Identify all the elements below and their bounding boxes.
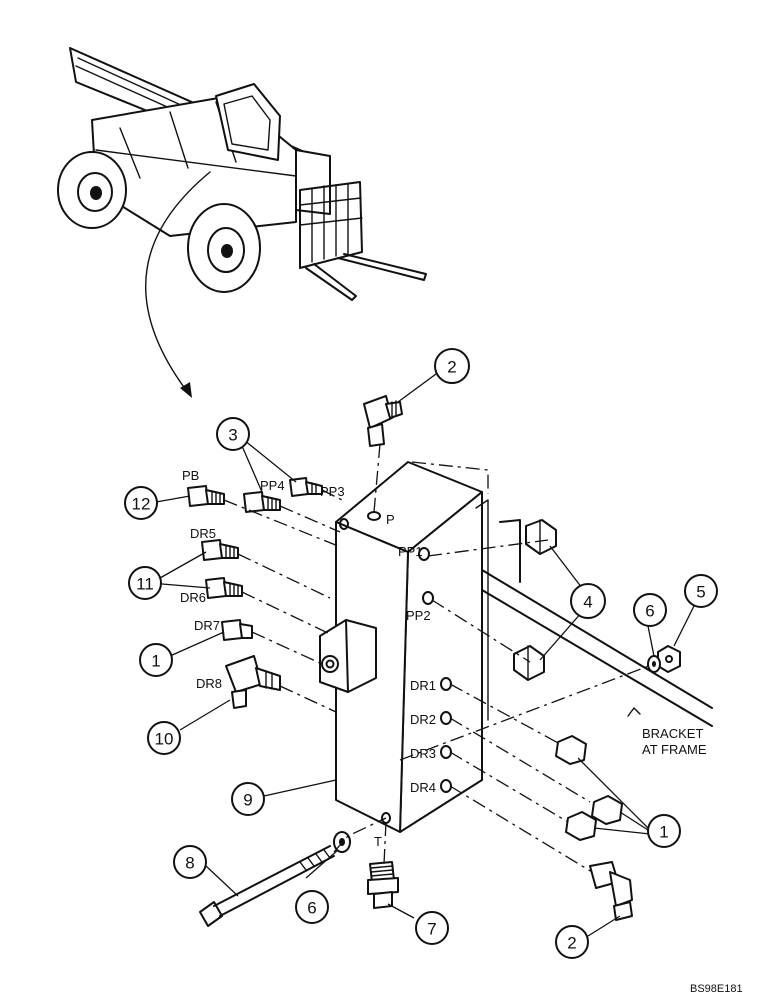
telehandler-machine-icon	[57, 47, 427, 398]
callout-6-right: 6	[633, 593, 667, 627]
callout-8: 8	[173, 845, 207, 879]
svg-text:7: 7	[427, 920, 436, 939]
callout-3: 3	[216, 417, 250, 451]
callout-9: 9	[231, 782, 265, 816]
svg-text:11: 11	[136, 575, 154, 594]
port-label-pp1: PP1	[398, 544, 423, 559]
svg-text:4: 4	[583, 593, 592, 612]
elbow-fitting-dr8	[225, 655, 281, 709]
plug-pp1	[525, 519, 557, 555]
svg-text:2: 2	[567, 934, 576, 953]
port-label-dr2: DR2	[410, 712, 436, 727]
svg-text:1: 1	[659, 823, 668, 842]
callout-4: 4	[570, 583, 606, 619]
callout-5: 5	[684, 574, 718, 608]
fitting-dr2	[591, 795, 623, 825]
svg-text:10: 10	[155, 730, 174, 749]
plug-pp2	[513, 645, 545, 681]
callout-2-top: 2	[434, 348, 470, 384]
port-label-pp3: PP3	[320, 484, 345, 499]
fitting-dr7	[221, 619, 253, 641]
port-label-p: P	[386, 512, 395, 527]
callout-11: 11	[128, 566, 162, 600]
port-label-dr4: DR4	[410, 780, 436, 795]
callout-1-right: 1	[647, 814, 681, 848]
svg-text:12: 12	[132, 495, 151, 514]
assembly-center-lines	[223, 443, 655, 873]
callout-12: 12	[124, 486, 158, 520]
port-label-t: T	[374, 834, 382, 849]
drawing-reference: BS98E181	[690, 983, 743, 995]
fitting-dr3	[565, 811, 597, 841]
svg-text:6: 6	[307, 899, 316, 918]
rear-wheel-icon	[57, 151, 127, 229]
elbow-fitting-dr4	[589, 861, 633, 921]
bracket-note-line1: BRACKET	[642, 726, 703, 741]
fitting-tank-port	[367, 861, 399, 909]
callout-10: 10	[147, 721, 181, 755]
frame-bracket	[481, 519, 713, 727]
svg-text:3: 3	[228, 426, 237, 445]
mounting-bolt	[199, 845, 335, 927]
port-label-dr5: DR5	[190, 526, 216, 541]
leader-lines	[155, 373, 695, 937]
callout-7: 7	[415, 911, 449, 945]
svg-text:1: 1	[151, 652, 160, 671]
manifold-block	[319, 461, 489, 833]
svg-text:2: 2	[447, 358, 456, 377]
port-label-dr1: DR1	[410, 678, 436, 693]
fitting-dr5	[201, 539, 239, 561]
fitting-pb	[187, 485, 225, 507]
callout-2-bottom: 2	[555, 925, 589, 959]
svg-text:8: 8	[185, 854, 194, 873]
svg-text:9: 9	[243, 791, 252, 810]
port-label-pb: PB	[182, 468, 199, 483]
port-label-pp4: PP4	[260, 478, 285, 493]
port-label-dr3: DR3	[410, 746, 436, 761]
svg-text:5: 5	[696, 583, 705, 602]
callout-6-bottom: 6	[295, 890, 329, 924]
port-label-dr6: DR6	[180, 590, 206, 605]
fitting-pp4	[243, 491, 281, 513]
port-label-pp2: PP2	[406, 608, 431, 623]
nut-right	[657, 645, 681, 673]
elbow-fitting-top	[363, 395, 403, 447]
port-label-dr7: DR7	[194, 618, 220, 633]
bracket-note-line2: AT FRAME	[642, 742, 707, 757]
fitting-dr6	[205, 577, 243, 599]
fitting-dr1	[555, 735, 587, 765]
callout-1-left: 1	[139, 643, 173, 677]
port-label-dr8: DR8	[196, 676, 222, 691]
svg-text:6: 6	[645, 602, 654, 621]
fitting-pp3	[289, 477, 323, 497]
front-wheel-icon	[187, 203, 261, 293]
